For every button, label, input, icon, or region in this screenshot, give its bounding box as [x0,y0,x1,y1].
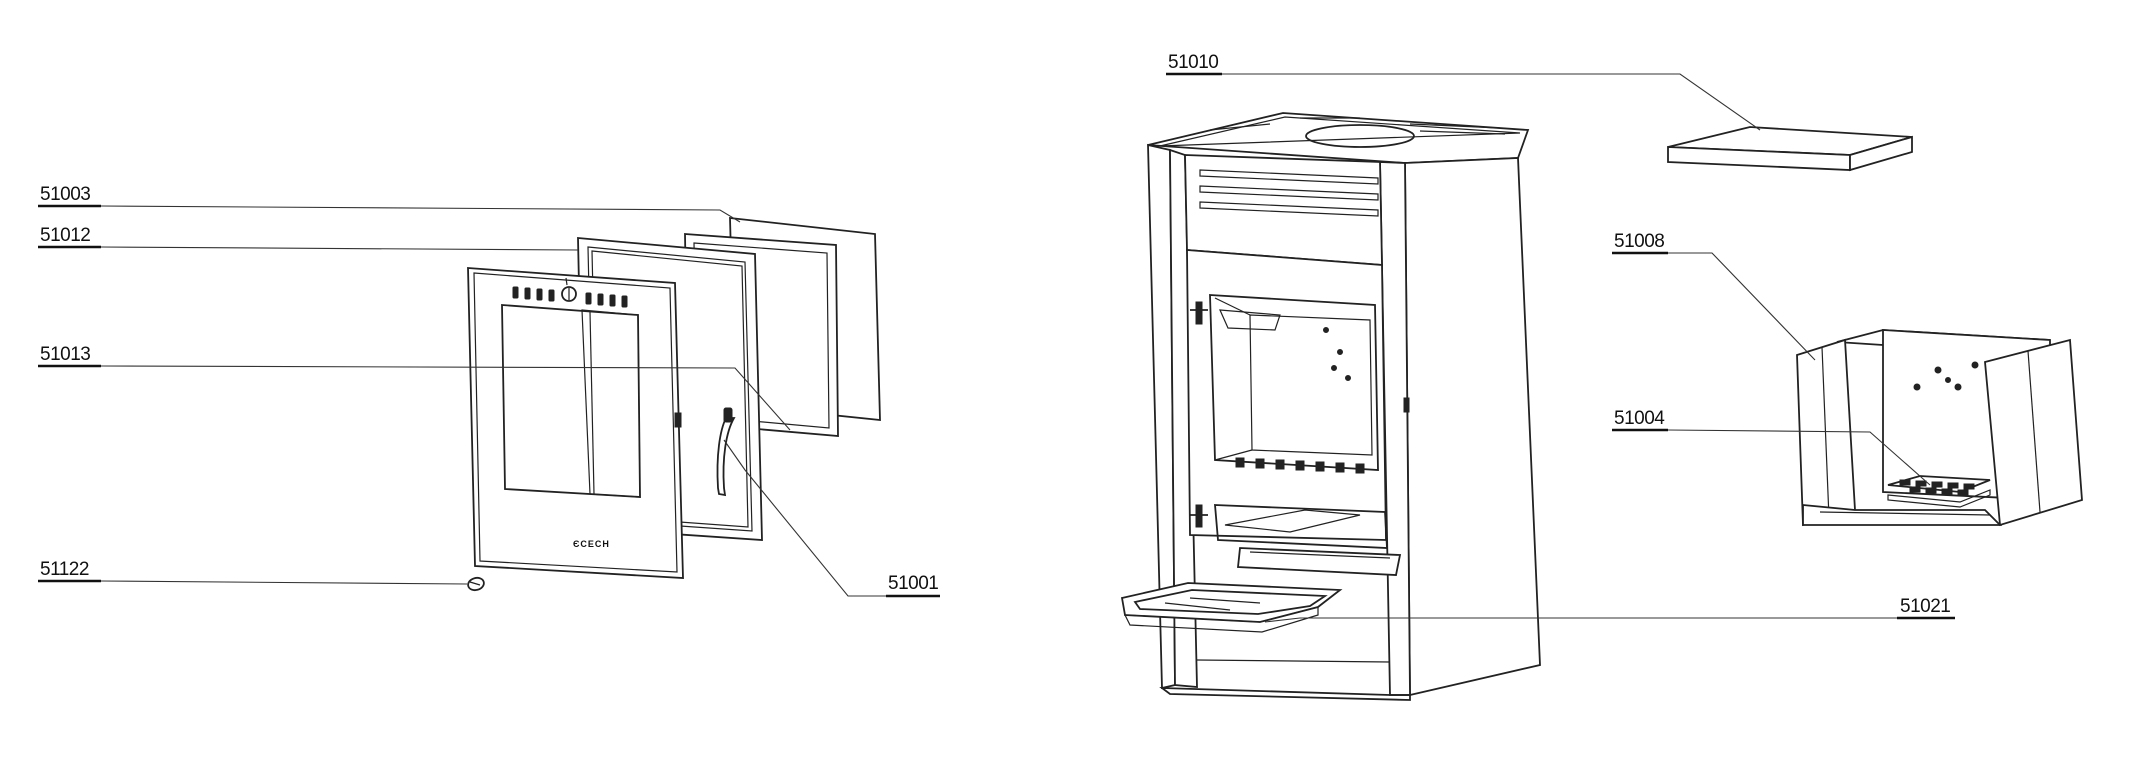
callout-51122: 51122 [38,559,468,585]
part-label-51012: 51012 [40,225,90,246]
front-door: ЄCECH [467,267,684,579]
callout-51010: 51010 [1166,52,1761,131]
callout-51008: 51008 [1612,231,1816,361]
part-label-51003: 51003 [40,184,90,205]
convection-louvres [1199,169,1379,217]
callout-51013: 51013 [38,344,791,431]
air-regulator-knob [561,277,577,302]
grate [1887,475,1991,508]
part-label-51122: 51122 [40,559,89,580]
ash-compartment [1214,504,1388,549]
callout-51012: 51012 [38,225,579,251]
door-knob-part [467,576,485,592]
callout-51004: 51004 [1612,408,1931,486]
part-label-51008: 51008 [1614,231,1664,252]
firebox-lining-set [1796,329,2083,527]
door-hinge-pins [1190,301,1410,528]
top-vermiculite-plate [1667,126,1913,172]
part-label-51004: 51004 [1614,408,1665,429]
door-handle [716,407,736,497]
callout-51021: 51021 [1264,596,1955,623]
callout-51003: 51003 [38,184,741,223]
door-logo: ЄCECH [573,539,610,549]
part-label-51010: 51010 [1168,52,1218,73]
flue-opening [1305,124,1415,148]
part-label-51021: 51021 [1900,596,1950,617]
ash-pan [1120,582,1343,633]
part-label-51013: 51013 [40,344,90,365]
part-label-51001: 51001 [888,573,938,594]
door-latch [674,412,682,428]
stove-body [1147,112,1541,701]
door-air-slots [512,286,628,308]
firebox-opening [1209,294,1379,474]
callout-51001: 51001 [723,439,940,598]
